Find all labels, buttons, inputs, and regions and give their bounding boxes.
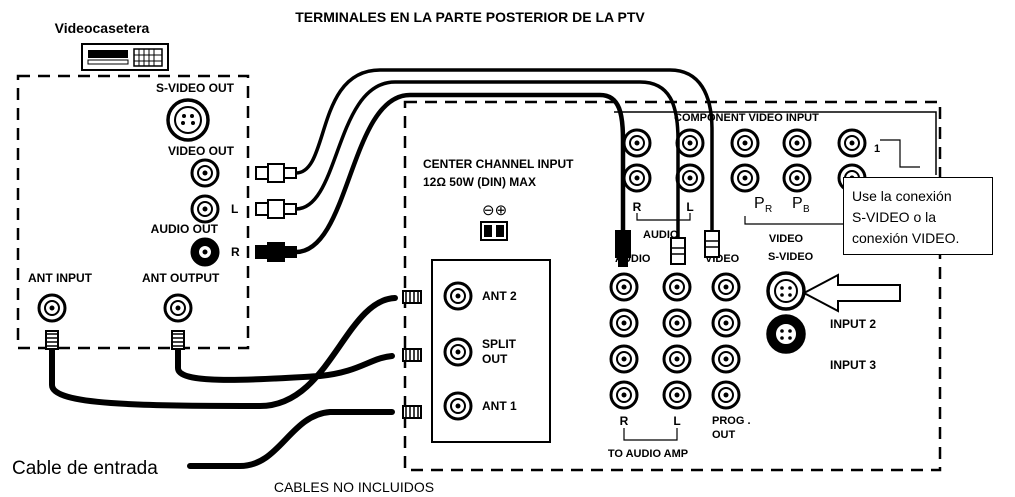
audio-out-l-3-jack xyxy=(662,344,692,374)
ant-input-jack xyxy=(37,293,67,323)
audio-out-r-jack xyxy=(190,237,220,267)
audio-label-a: AUDIO xyxy=(643,229,679,241)
svideo-out-label: S-VIDEO OUT xyxy=(156,81,235,95)
svideo-out-jack xyxy=(166,98,210,142)
ant-output-jack xyxy=(163,293,193,323)
video-bracket xyxy=(744,216,853,225)
audio-out-r-1-jack xyxy=(609,272,639,302)
audio1-r-jack xyxy=(622,128,652,158)
center-channel-spec: 12Ω 50W (DIN) MAX xyxy=(423,175,536,189)
polarity-label: ⊖⊕ xyxy=(482,202,507,219)
audio1-l-jack xyxy=(675,128,705,158)
ant2-jack xyxy=(443,281,473,311)
vcr-icon xyxy=(81,43,169,71)
input3-label: INPUT 3 xyxy=(830,358,876,372)
ant-out-f-plug xyxy=(171,330,185,350)
pr-jack xyxy=(730,163,760,193)
pr-subscript: R xyxy=(765,204,772,215)
ant2-label: ANT 2 xyxy=(482,289,517,303)
callout-arrow xyxy=(801,273,901,313)
callout-line-3: conexión VIDEO. xyxy=(852,230,960,246)
input2-label: INPUT 2 xyxy=(830,317,876,331)
callout-line-1: Use la conexión xyxy=(852,188,952,204)
cables xyxy=(49,68,714,469)
ptv-audio-r-plug xyxy=(615,230,631,267)
to-audio-amp-bracket xyxy=(623,428,678,441)
audio-out-l-1-jack xyxy=(662,272,692,302)
prog-label: PROG . xyxy=(712,415,751,427)
cable-in-label: Cable de entrada xyxy=(12,458,158,479)
split-out-jack xyxy=(443,337,473,367)
pb1-jack xyxy=(782,128,812,158)
top-l-label: L xyxy=(686,200,693,214)
audio-out-l-2-jack xyxy=(662,308,692,338)
video-in-jack xyxy=(711,272,741,302)
center-channel-label: CENTER CHANNEL INPUT xyxy=(423,157,574,171)
to-audio-amp-label: TO AUDIO AMP xyxy=(608,448,688,460)
audio-l-label: L xyxy=(231,202,238,216)
svideo-input1-jack xyxy=(766,271,806,311)
ant1-jack xyxy=(443,391,473,421)
vcr-audio-r-plug xyxy=(255,242,297,262)
ant-input-label: ANT INPUT xyxy=(28,271,93,285)
audio-out-l-jack xyxy=(190,194,220,224)
component-video-input-label: COMPONENT VIDEO INPUT xyxy=(674,112,819,124)
video-out-label: VIDEO OUT xyxy=(168,144,235,158)
audio-out-label: AUDIO OUT xyxy=(151,222,219,236)
pr1-jack xyxy=(837,128,867,158)
pb-label: P xyxy=(792,195,803,212)
svideo-input2-jack xyxy=(766,314,806,354)
vcr-video-plug xyxy=(255,163,297,183)
pb-subscript: B xyxy=(803,204,810,215)
ant2-f-plug xyxy=(402,290,422,304)
ant-in-f-plug xyxy=(45,330,59,350)
top-r-label: R xyxy=(633,200,642,214)
input1-bracket xyxy=(880,139,920,168)
ptv-audio-l-plug xyxy=(670,237,686,265)
ant1-f-plug xyxy=(402,405,422,419)
cables-note: CABLES NO INCLUIDOS xyxy=(274,479,434,495)
vcr-panel xyxy=(16,74,250,350)
bottom-l-label: L xyxy=(673,414,680,428)
split-label: SPLIT xyxy=(482,337,517,351)
ant-output-label: ANT OUTPUT xyxy=(142,271,220,285)
callout-line-2: S-VIDEO o la xyxy=(852,209,937,225)
audio-out-r-2-jack xyxy=(609,308,639,338)
audio-out-r-3-jack xyxy=(609,344,639,374)
vcr-audio-l-plug xyxy=(255,199,297,219)
split-out-label: OUT xyxy=(482,352,508,366)
bottom-r-label: R xyxy=(620,414,629,428)
prog-out-jack xyxy=(711,380,741,410)
callout-box: Use la conexión S-VIDEO o la conexión VI… xyxy=(843,177,993,255)
ant1-label: ANT 1 xyxy=(482,399,517,413)
input1-label: 1 xyxy=(874,143,880,155)
split-out-f-plug xyxy=(402,348,422,362)
component-input-bracket xyxy=(614,111,937,175)
svideo-label: S-VIDEO xyxy=(768,251,814,263)
video-out-jack xyxy=(190,158,220,188)
audio-bracket xyxy=(636,213,691,221)
vcr-title: Videocasetera xyxy=(55,20,150,36)
pr-label: P xyxy=(754,195,765,212)
video-3-jack xyxy=(711,344,741,374)
speaker-terminal xyxy=(480,221,508,241)
out-label: OUT xyxy=(712,429,736,441)
audio-r-label: R xyxy=(231,245,240,259)
page-title: TERMINALES EN LA PARTE POSTERIOR DE LA P… xyxy=(295,9,645,25)
audio2-l-jack xyxy=(675,163,705,193)
to-audio-amp-r-jack xyxy=(609,380,639,410)
pb-jack xyxy=(782,163,812,193)
video-2-jack xyxy=(711,308,741,338)
to-audio-amp-l-jack xyxy=(662,380,692,410)
audio2-r-jack xyxy=(622,163,652,193)
video-label-b: VIDEO xyxy=(769,233,804,245)
ptv-video-plug xyxy=(704,230,720,258)
y-jack xyxy=(730,128,760,158)
